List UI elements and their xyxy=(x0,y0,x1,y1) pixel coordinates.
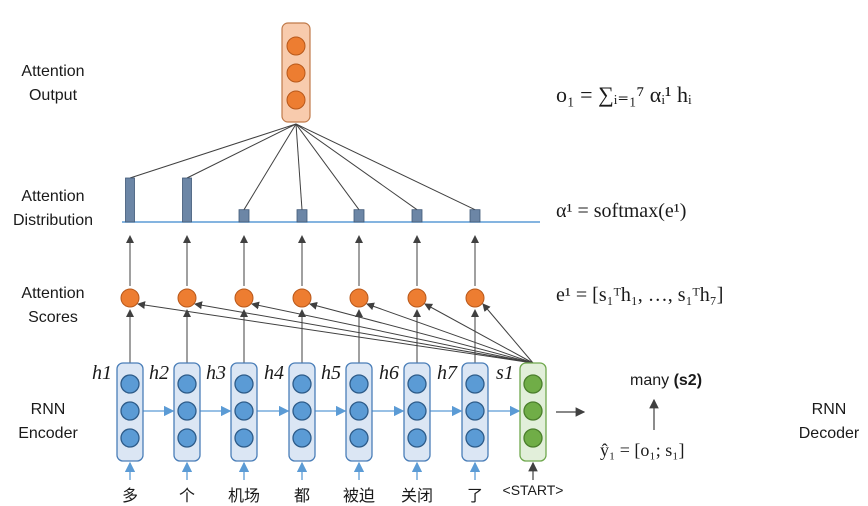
attention-output-label-line1: Attention xyxy=(21,63,85,80)
bar-to-output-line-3 xyxy=(243,123,297,210)
attention-output-node-3 xyxy=(286,90,306,110)
attention-bar-6 xyxy=(411,209,423,223)
encoder-node-6-2 xyxy=(407,401,427,421)
source-token-4: 都 xyxy=(293,488,310,505)
attention-score-node-6 xyxy=(407,288,427,308)
encoder-node-2-3 xyxy=(177,428,197,448)
source-token-7: 了 xyxy=(466,488,483,505)
attention-bar-3 xyxy=(238,209,250,223)
bar-to-output-line-5 xyxy=(295,123,360,210)
encoder-node-4-1 xyxy=(292,374,312,394)
hidden-label-h4: h4 xyxy=(264,362,284,384)
attention-score-node-3 xyxy=(234,288,254,308)
attention-output-label: Attention Output xyxy=(0,60,108,108)
attention-bar-5 xyxy=(353,209,365,223)
decoder-start-token: <START> xyxy=(502,482,564,498)
attention-scores-label-line2: Scores xyxy=(28,309,78,326)
source-token-3: 机场 xyxy=(227,488,260,505)
decoder-to-score-line-2 xyxy=(194,301,534,364)
prediction-tag: (s2) xyxy=(673,372,703,389)
attention-output-label-line2: Output xyxy=(28,87,78,104)
decoder-input-equation: ŷ₁ = [o₁; s₁] xyxy=(600,440,685,460)
attention-bar-1 xyxy=(125,177,135,223)
encoder-node-3-1 xyxy=(234,374,254,394)
encoder-node-5-1 xyxy=(349,374,369,394)
attention-bar-4 xyxy=(296,209,308,223)
attention-score-node-7 xyxy=(465,288,485,308)
output-equation: o₁ = ∑ᵢ₌₁⁷ αᵢ¹ hᵢ xyxy=(556,82,692,107)
decoder-to-score-line-6 xyxy=(424,303,534,364)
encoder-node-5-3 xyxy=(349,428,369,448)
attention-bar-2 xyxy=(182,177,192,223)
encoder-node-7-1 xyxy=(465,374,485,394)
scores-equation: e¹ = [s₁ᵀh₁, …, s₁ᵀh₇] xyxy=(556,284,724,306)
encoder-node-1-3 xyxy=(120,428,140,448)
rnn-decoder-label-line1: RNN xyxy=(811,401,847,418)
source-token-2: 个 xyxy=(178,488,195,505)
encoder-node-3-2 xyxy=(234,401,254,421)
decoder-node-3 xyxy=(523,428,543,448)
encoder-node-4-3 xyxy=(292,428,312,448)
rnn-encoder-label: RNN Encoder xyxy=(0,398,98,446)
decoder-node-1 xyxy=(523,374,543,394)
encoder-node-1-2 xyxy=(120,401,140,421)
decoder-to-score-line-7 xyxy=(482,303,534,364)
encoder-node-7-3 xyxy=(465,428,485,448)
hidden-label-h7: h7 xyxy=(437,362,457,384)
attention-score-node-5 xyxy=(349,288,369,308)
hidden-label-h1: h1 xyxy=(92,362,112,384)
attention-score-node-1 xyxy=(120,288,140,308)
decoder-node-2 xyxy=(523,401,543,421)
hidden-label-s1: s1 xyxy=(496,362,514,384)
encoder-node-6-3 xyxy=(407,428,427,448)
decoder-to-score-line-5 xyxy=(366,302,534,364)
decoder-to-score-line-4 xyxy=(309,301,534,364)
rnn-encoder-label-line2: Encoder xyxy=(18,425,78,442)
encoder-node-5-2 xyxy=(349,401,369,421)
encoder-node-6-1 xyxy=(407,374,427,394)
encoder-node-1-1 xyxy=(120,374,140,394)
attention-score-node-4 xyxy=(292,288,312,308)
rnn-decoder-label: RNN Decoder xyxy=(774,398,868,446)
encoder-node-4-2 xyxy=(292,401,312,421)
attention-output-node-2 xyxy=(286,63,306,83)
distribution-equation: α¹ = softmax(e¹) xyxy=(556,200,687,222)
attention-distribution-label-line1: Attention xyxy=(21,188,85,205)
prediction-word: many xyxy=(630,372,670,389)
attention-score-node-2 xyxy=(177,288,197,308)
hidden-label-h5: h5 xyxy=(321,362,341,384)
encoder-node-2-1 xyxy=(177,374,197,394)
bar-to-output-line-4 xyxy=(295,123,303,210)
hidden-label-h6: h6 xyxy=(379,362,399,384)
hidden-label-h3: h3 xyxy=(206,362,226,384)
source-token-1: 多 xyxy=(121,488,138,505)
attention-distribution-label: Attention Distribution xyxy=(0,185,108,233)
attention-bar-7 xyxy=(469,209,481,223)
attention-scores-label: Attention Scores xyxy=(0,282,108,330)
source-token-6: 关闭 xyxy=(400,488,433,505)
attention-output-node-1 xyxy=(286,36,306,56)
rnn-decoder-label-line2: Decoder xyxy=(798,425,860,442)
bar-to-output-line-2 xyxy=(186,123,297,179)
encoder-node-2-2 xyxy=(177,401,197,421)
attention-distribution-label-line2: Distribution xyxy=(12,212,94,229)
bar-to-output-line-7 xyxy=(295,123,476,211)
source-token-5: 被迫 xyxy=(342,488,375,505)
hidden-label-h2: h2 xyxy=(149,362,169,384)
encoder-node-3-3 xyxy=(234,428,254,448)
rnn-encoder-label-line1: RNN xyxy=(30,401,66,418)
bar-to-output-line-1 xyxy=(129,123,297,179)
prediction-output: many (s2) xyxy=(630,372,702,390)
decoder-to-score-line-1 xyxy=(137,301,534,364)
bar-to-output-line-6 xyxy=(295,123,418,211)
attention-scores-label-line1: Attention xyxy=(21,285,85,302)
encoder-node-7-2 xyxy=(465,401,485,421)
